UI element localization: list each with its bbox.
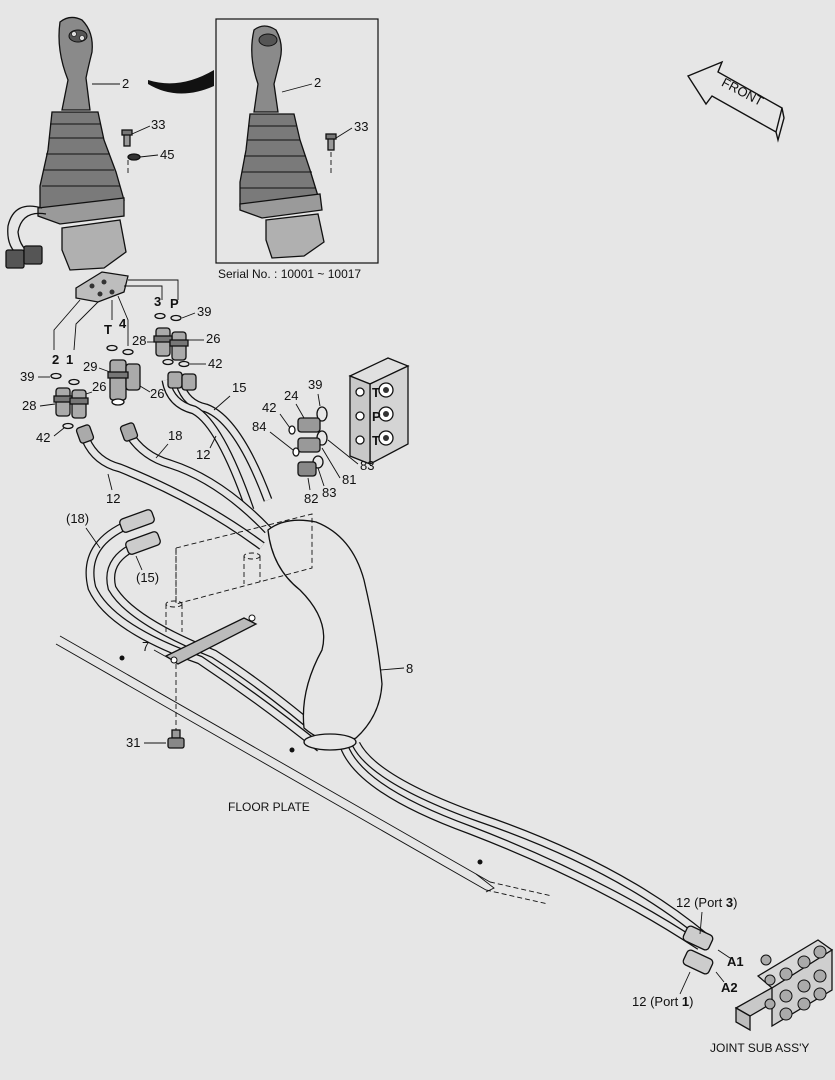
callout-18: 18 (168, 428, 182, 443)
callout-39-top: 39 (197, 304, 211, 319)
inset-serial-caption: Serial No. : 10001 ~ 10017 (218, 267, 361, 281)
port-4-label: 4 (119, 316, 127, 331)
hose-ends (75, 371, 714, 975)
callout-26-left: 26 (92, 379, 106, 394)
hose-bundle (81, 379, 709, 950)
callout-8: 8 (406, 661, 413, 676)
callout-31: 31 (126, 735, 140, 750)
fitting-29-26-mid (107, 359, 141, 406)
port1-hose-label: 12 (Port 1) (632, 994, 693, 1009)
port-3-label: 3 (154, 294, 161, 309)
callout-28-left: 28 (22, 398, 36, 413)
callout-2-main: 2 (122, 76, 129, 91)
callout-33-inset: 33 (354, 119, 368, 134)
callout-42-block: 42 (262, 400, 276, 415)
callout-2-inset: 2 (314, 75, 321, 90)
port-T-label: T (104, 322, 112, 337)
inset-pointer-arrow (148, 70, 214, 94)
callout-81: 81 (342, 472, 356, 487)
callout-28-right: 28 (132, 333, 146, 348)
joint-sub-assy-caption: JOINT SUB ASS'Y (710, 1041, 809, 1055)
block-port-T1: T (372, 385, 380, 400)
port-A2-label: A2 (721, 980, 738, 995)
callout-15: 15 (232, 380, 246, 395)
port-2-label: 2 (52, 352, 59, 367)
callout-42-left: 42 (36, 430, 50, 445)
port-plate (75, 271, 129, 303)
block-fittings (288, 406, 328, 477)
bolt-33-main (121, 129, 133, 147)
floor-plate-caption: FLOOR PLATE (228, 800, 310, 814)
callout-39-left: 39 (20, 369, 34, 384)
callout-45: 45 (160, 147, 174, 162)
callout-12-a: 12 (196, 447, 210, 462)
callout-39-block: 39 (308, 377, 322, 392)
inset-box (215, 18, 379, 264)
port-A1-label: A1 (727, 954, 744, 969)
callout-18-paren: (18) (66, 511, 89, 526)
callout-83-b: 83 (322, 485, 336, 500)
callout-26-right: 26 (206, 331, 220, 346)
callout-7: 7 (142, 639, 149, 654)
callout-33-main: 33 (151, 117, 165, 132)
port-P-label: P (170, 296, 179, 311)
callout-83-a: 83 (360, 458, 374, 473)
manifold-block: T P T (348, 357, 410, 466)
callout-12-b: 12 (106, 491, 120, 506)
callout-42-right: 42 (208, 356, 222, 371)
fitting-28-26-left (53, 387, 89, 419)
sleeve-clamp (303, 733, 357, 751)
block-port-P: P (372, 409, 381, 424)
floor-plate (55, 635, 553, 905)
callout-84: 84 (252, 419, 266, 434)
port-1-label: 1 (66, 352, 73, 367)
callout-29: 29 (83, 359, 97, 374)
callout-15-paren: (15) (136, 570, 159, 585)
callout-26-mid: 26 (150, 386, 164, 401)
mounting-bracket (164, 513, 313, 665)
hose-sleeve-8 (267, 519, 383, 743)
port3-hose-label: 12 (Port 3) (676, 895, 737, 910)
bolt-31 (167, 729, 185, 749)
fitting-28-26-right (153, 327, 189, 361)
joint-sub-assy (734, 939, 834, 1032)
callout-82: 82 (304, 491, 318, 506)
callout-24: 24 (284, 388, 298, 403)
washer-45 (127, 153, 141, 161)
front-arrow: FRONT (686, 60, 785, 143)
block-port-T2: T (372, 433, 380, 448)
joystick-main (5, 16, 127, 271)
